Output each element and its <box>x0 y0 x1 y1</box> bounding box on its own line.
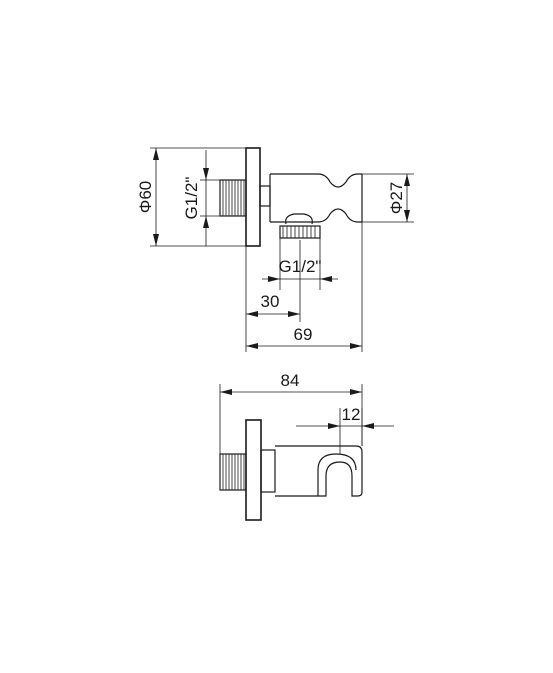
dim-depth-label: 69 <box>294 325 313 344</box>
outlet-thread <box>279 213 321 239</box>
dim-flange-diameter-label: Φ60 <box>136 181 155 213</box>
dim-hook-width-label: 12 <box>342 405 361 424</box>
dim-outlet-offset-label: 30 <box>261 292 280 311</box>
top-view: Φ60 G1/2" Φ27 G1/2" <box>136 147 414 352</box>
dim-holder-diameter: Φ27 <box>362 173 414 223</box>
dim-depth: 69 <box>246 222 363 352</box>
dim-flange-diameter: Φ60 <box>136 147 246 247</box>
flange-plate <box>245 147 261 247</box>
dim-inlet-thread: G1/2" <box>182 150 220 246</box>
side-holder-arm <box>260 445 363 497</box>
dim-total-length: 84 <box>219 371 363 454</box>
dim-hook-width: 12 <box>296 405 394 454</box>
side-inlet-thread <box>219 453 247 491</box>
dim-inlet-thread-label: G1/2" <box>182 177 201 220</box>
side-flange-plate <box>245 419 262 521</box>
dim-outlet-offset: 30 <box>245 240 301 352</box>
dim-holder-diameter-label: Φ27 <box>387 182 406 214</box>
dim-total-length-label: 84 <box>281 371 300 390</box>
holder-body <box>259 173 363 223</box>
side-view: 84 12 <box>219 371 394 521</box>
inlet-thread <box>219 179 247 217</box>
